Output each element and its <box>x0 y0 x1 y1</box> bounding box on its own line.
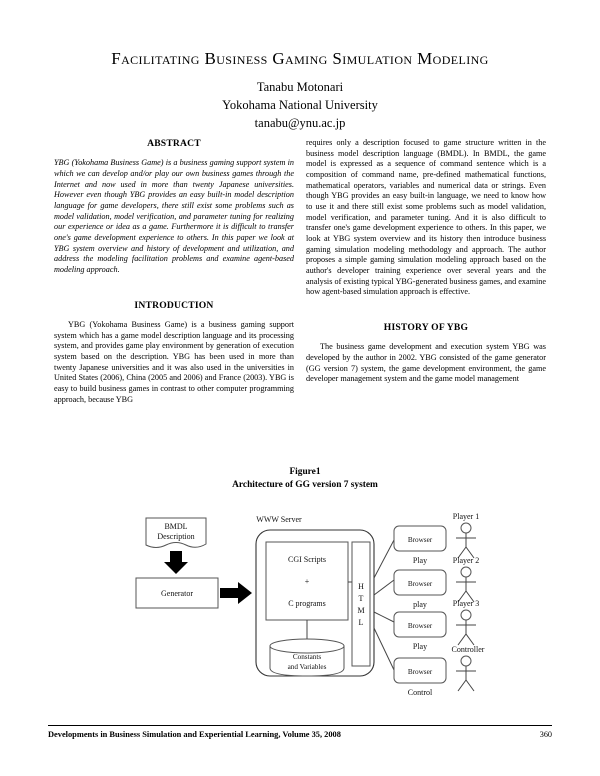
html-to-browser4-link <box>373 627 395 671</box>
abstract-text: YBG (Yokohama Business Game) is a busine… <box>54 158 294 275</box>
generator-node: Generator <box>135 577 219 609</box>
generator-to-server-arrow <box>220 582 252 604</box>
cgi-scripts-node: CGI Scripts + C programs <box>265 541 349 621</box>
browser3-role-label: Play <box>413 642 427 651</box>
html-to-browser3-link <box>373 611 395 623</box>
browser-node-2: Browser play <box>393 569 447 609</box>
actor-player-2: Player 2 <box>453 556 479 603</box>
player3-label: Player 3 <box>453 599 479 608</box>
bmdl-description-node: BMDL Description <box>145 517 207 548</box>
author-name: Tanabu Motonari <box>256 80 344 94</box>
bmdl-label-line1: BMDL <box>164 522 187 531</box>
introduction-heading: INTRODUCTION <box>134 299 214 311</box>
player1-label: Player 1 <box>453 512 479 521</box>
author-affiliation: Yokohama National University <box>222 98 378 113</box>
browser-node-3: Browser Play <box>393 611 447 651</box>
bmdl-label-line2: Description <box>157 532 194 541</box>
introduction-continued-text: requires only a description focused to g… <box>306 138 546 297</box>
html-letter-h: H <box>358 582 364 591</box>
html-letter-t: T <box>359 594 364 603</box>
right-column: requires only a description focused to g… <box>306 138 546 385</box>
plus-label: + <box>305 577 310 586</box>
figure-caption-line1: Figure1 <box>289 467 321 477</box>
browser2-label: Browser <box>408 580 433 588</box>
c-programs-label: C programs <box>288 599 326 608</box>
history-text: The business game development and execut… <box>306 342 546 384</box>
cgi-scripts-label: CGI Scripts <box>288 555 326 564</box>
www-server-label: WWW Server <box>256 515 302 524</box>
abstract-heading: ABSTRACT <box>147 138 201 149</box>
footer-page-number: 360 <box>539 730 552 739</box>
html-to-browser1-link <box>373 539 395 579</box>
controller-label: Controller <box>452 645 485 654</box>
footer-divider <box>48 725 552 726</box>
generator-label: Generator <box>161 589 193 598</box>
html-to-browser2-link <box>373 579 395 596</box>
browser-node-4: Browser Control <box>393 657 447 697</box>
author-email: tanabu@ynu.ac.jp <box>254 116 346 131</box>
browser-node-1: Browser Play <box>393 525 447 565</box>
html-node: H T M L <box>351 541 371 667</box>
figure-caption-line2: Architecture of GG version 7 system <box>232 479 378 490</box>
browser4-role-label: Control <box>408 688 433 697</box>
author-block: Tanabu Motonari Yokohama National Univer… <box>40 78 560 132</box>
bmdl-to-generator-arrow <box>164 551 188 574</box>
constants-label-line2: and Variables <box>288 663 327 671</box>
architecture-diagram: .ln { fill:none; stroke:#444; stroke-wid… <box>0 500 600 728</box>
left-column: ABSTRACT YBG (Yokohama Business Game) is… <box>54 138 294 405</box>
actor-player-1: Player 1 <box>453 512 479 559</box>
browser1-label: Browser <box>408 536 433 544</box>
browser4-label: Browser <box>408 668 433 676</box>
browser1-role-label: Play <box>413 556 427 565</box>
html-letter-m: M <box>357 606 364 615</box>
actor-player-3: Player 3 <box>453 599 479 646</box>
footer-journal: Developments in Business Simulation and … <box>48 730 341 739</box>
player2-label: Player 2 <box>453 556 479 565</box>
actor-controller: Controller <box>452 645 485 692</box>
browser2-role-label: play <box>413 600 427 609</box>
history-heading: HISTORY OF YBG <box>383 321 469 333</box>
constants-label-line1: Constants <box>293 653 322 661</box>
browser3-label: Browser <box>408 622 433 630</box>
figure-caption: Figure1 Architecture of GG version 7 sys… <box>180 466 430 491</box>
page-title: Facilitating Business Gaming Simulation … <box>111 49 489 68</box>
constants-variables-node: Constants and Variables <box>269 638 345 677</box>
introduction-text: YBG (Yokohama Business Game) is a busine… <box>54 320 294 404</box>
html-letter-l: L <box>359 618 364 627</box>
